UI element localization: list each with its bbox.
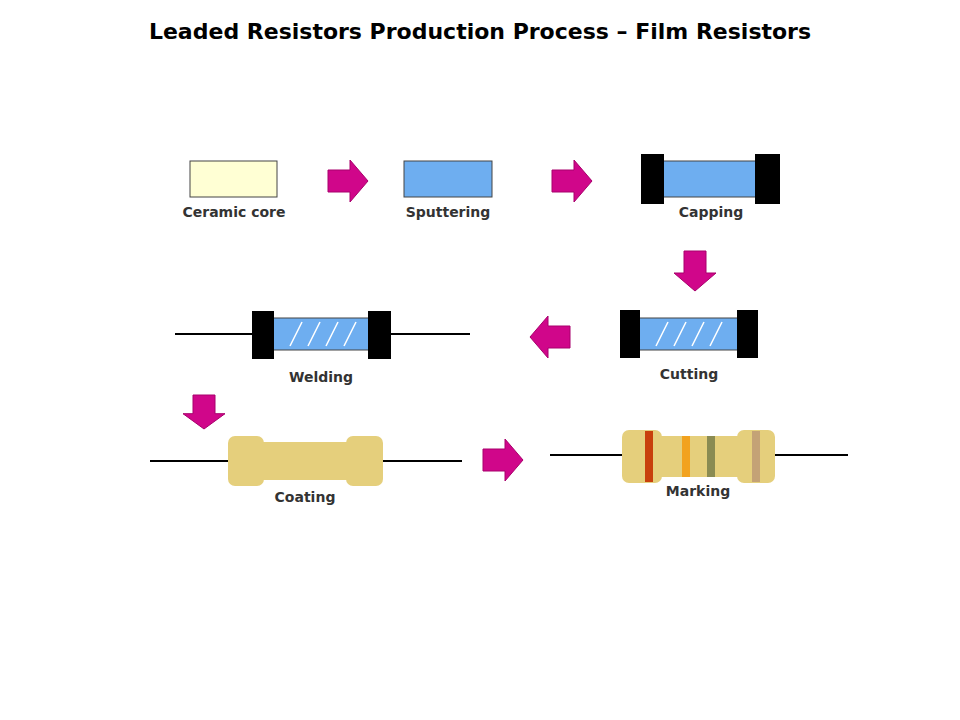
process-arrow — [530, 316, 570, 358]
helix-stroke — [656, 322, 668, 346]
sputtered-core — [404, 161, 492, 197]
end-cap — [755, 154, 780, 204]
process-step: Capping — [641, 154, 781, 225]
process-arrow — [328, 160, 368, 202]
cut-core — [620, 310, 758, 358]
process-step: Coating — [228, 436, 383, 510]
diagram-title: Leaded Resistors Production Process – Fi… — [0, 17, 960, 47]
coating-end — [737, 430, 775, 483]
helix-stroke — [710, 322, 722, 346]
process-step: Marking — [622, 430, 775, 504]
coated-resistor — [150, 436, 462, 486]
coating-end — [622, 430, 662, 483]
color-band — [707, 436, 715, 477]
coating-body — [652, 436, 746, 477]
helix-stroke — [308, 322, 320, 346]
end-cap — [368, 311, 391, 359]
helix-stroke — [326, 322, 338, 346]
end-cap — [641, 154, 664, 204]
film-body — [662, 161, 757, 197]
color-band — [682, 436, 690, 477]
process-step: Welding — [252, 311, 391, 390]
process-arrow — [483, 439, 523, 481]
step-label: Coating — [228, 488, 383, 506]
end-cap — [252, 311, 274, 359]
film-body — [272, 318, 370, 350]
step-label: Capping — [641, 203, 781, 221]
step-label: Ceramic core — [178, 203, 291, 221]
step-label: Cutting — [620, 365, 758, 383]
welded-resistor — [175, 311, 470, 359]
process-step: Ceramic core — [178, 161, 291, 225]
process-step: Cutting — [620, 310, 758, 387]
coating-body — [255, 442, 355, 480]
helix-cut — [656, 322, 722, 346]
step-label: Marking — [622, 482, 775, 500]
end-cap — [737, 310, 758, 358]
color-band — [645, 431, 653, 482]
process-arrow — [183, 395, 225, 429]
helix-stroke — [692, 322, 704, 346]
process-arrow — [674, 251, 716, 291]
color-band — [752, 431, 760, 482]
helix-cut — [290, 322, 356, 346]
step-label: Welding — [252, 368, 391, 386]
ceramic-core — [190, 161, 277, 197]
coating-end — [346, 436, 383, 486]
process-step: Sputtering — [400, 161, 496, 225]
coating-end — [228, 436, 264, 486]
film-body — [638, 318, 739, 350]
capped-core — [641, 154, 780, 204]
marked-resistor — [550, 430, 848, 483]
helix-stroke — [344, 322, 356, 346]
process-arrow — [552, 160, 592, 202]
step-label: Sputtering — [400, 203, 496, 221]
end-cap — [620, 310, 640, 358]
helix-stroke — [290, 322, 302, 346]
helix-stroke — [674, 322, 686, 346]
